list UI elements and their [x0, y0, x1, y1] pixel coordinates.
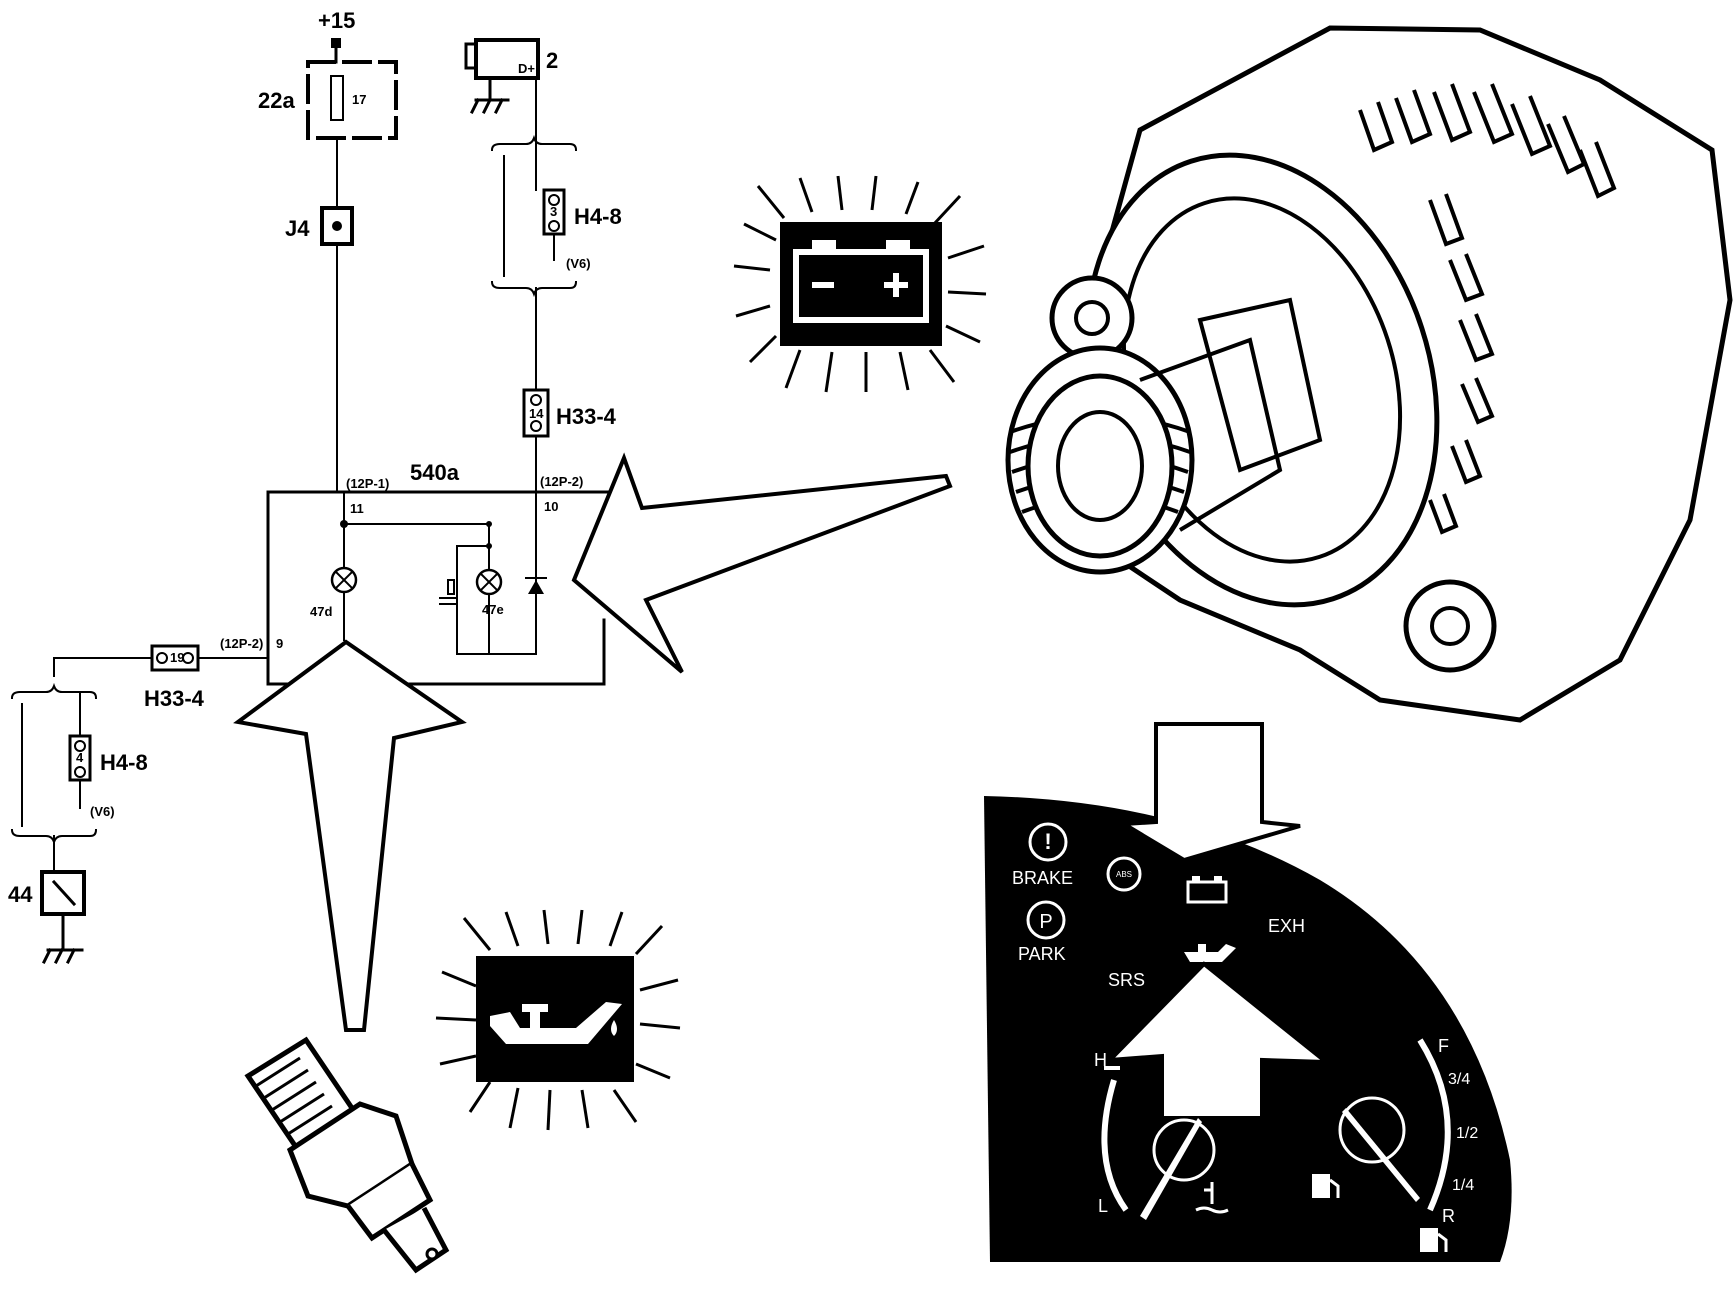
exh-label: EXH	[1268, 916, 1305, 936]
battery-warning-panel	[733, 175, 987, 393]
srs-label: SRS	[1108, 970, 1145, 990]
arrow-sensor-to-circuit	[233, 639, 467, 1032]
variant-label-top: (V6)	[566, 256, 591, 271]
connector-h33-4-top-label: H33-4	[556, 404, 617, 429]
arrow-to-battery-light	[1117, 722, 1301, 863]
lamp-47e-label: 47e	[482, 602, 504, 617]
junction-label: J4	[285, 216, 310, 241]
brake-warning-icon	[1028, 822, 1068, 862]
supply-label: +15	[318, 8, 355, 33]
fuel-pump-icon-reserve	[1420, 1228, 1448, 1252]
temp-needle	[1140, 1118, 1202, 1220]
cluster-ref-label: 540a	[410, 460, 460, 485]
fuel-1q-label: 1/4	[1452, 1177, 1474, 1194]
fuel-full-label: F	[1438, 1036, 1449, 1056]
oil-pressure-sensor-illustration	[244, 1036, 450, 1274]
abs-warning-icon	[1106, 856, 1142, 892]
park-symbol: P	[1039, 911, 1052, 933]
pin-12p2-bottom-number: 9	[276, 636, 283, 651]
fuel-needle	[1342, 1108, 1420, 1202]
pin-12p1-number: 11	[350, 501, 364, 516]
connector-h4-8-bottom-pin: 4	[76, 750, 84, 765]
fuel-reserve-label: R	[1442, 1206, 1455, 1226]
arrow-alternator-to-circuit	[571, 452, 953, 674]
alternator-ref: 2	[546, 48, 558, 73]
alternator-terminal: D+	[518, 61, 535, 76]
brake-symbol: !	[1044, 829, 1051, 854]
pointer-arrows	[233, 452, 953, 1032]
pin-12p1-label: (12P-1)	[346, 476, 389, 491]
connector-h33-4-bottom-pin: 19	[170, 650, 184, 665]
pin-12p2-top-number: 10	[544, 499, 558, 514]
pin-12p2-top-label: (12P-2)	[540, 474, 583, 489]
abs-symbol: ABS	[1116, 870, 1132, 879]
fuse-17	[330, 75, 344, 121]
temp-high-label: H	[1094, 1050, 1107, 1070]
park-brake-icon	[1026, 900, 1066, 940]
fuel-3q-label: 3/4	[1448, 1071, 1470, 1088]
connector-h33-4-top-pin: 14	[529, 406, 544, 421]
wiring-schematic: +15 17 22a J4 D+ 2 3 H4-8	[8, 8, 622, 965]
diode-symbol	[528, 580, 544, 594]
brake-label: BRAKE	[1012, 868, 1073, 888]
supply-terminal	[331, 38, 341, 48]
lamp-47d-label: 47d	[310, 604, 332, 619]
fuse-ref-label: 22a	[258, 88, 295, 113]
instrument-cluster: ! BRAKE ABS P PARK EXH SRS H L	[984, 722, 1512, 1262]
fuse-number: 17	[352, 92, 366, 107]
connector-h4-8-top-label: H4-8	[574, 204, 622, 229]
pin-12p2-bottom-label: (12P-2)	[220, 636, 263, 651]
coolant-temp-icon	[1195, 1182, 1229, 1214]
connector-h4-8-top-pin: 3	[550, 204, 557, 219]
temp-low-label: L	[1098, 1196, 1108, 1216]
fuse-block	[306, 60, 398, 140]
fuel-pump-icon	[1312, 1174, 1340, 1198]
alternator-illustration	[1005, 25, 1733, 723]
junction-dot	[332, 221, 342, 231]
connector-h33-4-bottom-label: H33-4	[144, 686, 205, 711]
alternator-symbol	[474, 38, 540, 80]
oil-warning-panel	[435, 909, 681, 1131]
cluster-oil-icon	[1184, 944, 1236, 962]
park-label: PARK	[1018, 944, 1066, 964]
switch-ref-label: 44	[8, 882, 33, 907]
arrow-to-oil-light	[1104, 961, 1332, 1120]
fuel-half-label: 1/2	[1456, 1125, 1478, 1142]
connector-h4-8-bottom-label: H4-8	[100, 750, 148, 775]
cluster-battery-icon	[1186, 876, 1228, 904]
oil-pressure-warning-icon	[490, 1002, 622, 1044]
battery-warning-icon	[793, 240, 929, 323]
variant-label-bottom: (V6)	[90, 804, 115, 819]
